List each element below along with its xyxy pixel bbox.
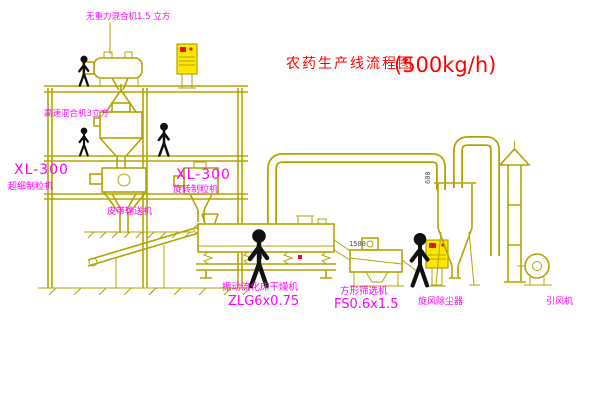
granulator-left-cones xyxy=(103,191,147,233)
hs-mixer-cone xyxy=(93,117,143,168)
title-capacity: (500kg/h) xyxy=(394,53,496,77)
indicator-dot xyxy=(189,47,193,51)
label-dryer-name: 振动流化床干燥机 xyxy=(222,281,299,293)
frame-beams xyxy=(44,85,248,200)
worker-figure xyxy=(250,229,267,286)
conveyor-legs xyxy=(110,245,172,289)
label-xl300-mid: XL-300 xyxy=(176,167,231,183)
cyclone-legs xyxy=(431,231,480,286)
label-sieve-model: FS0.6x1.5 xyxy=(334,297,399,312)
exhaust-duct xyxy=(267,136,500,256)
fluid-bed-dryer xyxy=(196,213,353,279)
granulator-left-motor xyxy=(89,173,103,185)
label-fan: 引风机 xyxy=(546,295,573,307)
dryer-discharge-chute xyxy=(333,239,353,261)
granulator-mid xyxy=(173,161,219,222)
induced-draft-fan xyxy=(517,253,552,286)
worker-figure xyxy=(157,121,170,157)
granulator-left-body xyxy=(101,167,147,193)
fan-scroll xyxy=(524,253,550,279)
label-granulator-mid: 旋转制粒机 xyxy=(173,183,218,195)
dryer-top-stubs xyxy=(296,215,327,224)
control-cabinet-top xyxy=(176,43,198,89)
stack-pipe xyxy=(504,165,526,283)
control-cabinet-right xyxy=(425,239,449,287)
granulator-mid-stub xyxy=(193,161,207,168)
label-xl300-left: XL-300 xyxy=(14,162,69,178)
ground-line xyxy=(38,287,254,296)
label-dryer-model: ZLG6x0.75 xyxy=(228,294,299,309)
sieve-motor-shaft xyxy=(366,240,374,248)
cyclone-dust-collector xyxy=(431,182,480,286)
dryer-base xyxy=(196,263,336,279)
diagram-title: 农药生产线流程图 (500kg/h) xyxy=(286,53,496,77)
exhaust-stack xyxy=(498,141,531,283)
hs-mixer-body xyxy=(99,111,143,139)
cyclone-body xyxy=(434,182,476,279)
label-granulator-left: 超细制粒机 xyxy=(8,180,53,192)
cabinet-stand xyxy=(178,74,196,89)
outlet-duct-inner xyxy=(454,137,499,256)
cabinet-stand xyxy=(428,268,446,287)
main-duct-inner xyxy=(268,154,445,226)
label-high-speed-mixer: 高速混合机3立方 xyxy=(44,108,109,119)
label-dust-collector: 旋风除尘器 xyxy=(418,295,463,307)
granulator-left-rotor xyxy=(117,173,131,187)
indicator-dot xyxy=(298,255,302,259)
fan-hub xyxy=(532,261,542,271)
label-sieve-name: 方形筛选机 xyxy=(340,285,388,297)
belt-conveyor xyxy=(87,224,203,289)
cabinet-lines xyxy=(428,254,446,260)
worker-figure xyxy=(78,54,90,87)
sieve-screen-line xyxy=(349,257,403,265)
fan-base xyxy=(517,265,552,286)
dim-duct-600: 600 xyxy=(424,171,432,184)
mixer-body xyxy=(93,57,143,79)
sieve-machine xyxy=(349,237,419,287)
title-main: 农药生产线流程图 xyxy=(286,56,414,72)
indicator-red xyxy=(429,243,436,248)
stack-rain-cap xyxy=(498,147,531,166)
gravity-mixer xyxy=(82,22,143,113)
tail-pulley xyxy=(88,257,98,267)
label-belt-conveyor: 皮带输送机 xyxy=(107,205,152,217)
granulator-left xyxy=(89,167,147,233)
indicator-red xyxy=(180,47,186,52)
granulator-mid-discharge xyxy=(189,193,213,222)
worker-figure xyxy=(412,233,428,286)
worker-figure xyxy=(78,126,89,157)
belt-lines xyxy=(87,225,203,267)
mixer-nozzles xyxy=(99,51,139,86)
equipment-labels: 无重力混合机1.5 立方 高速混合机3立方 XL-300 超细制粒机 XL-30… xyxy=(8,11,573,312)
high-speed-mixer xyxy=(93,102,143,168)
hatch-line xyxy=(84,231,194,239)
outlet-duct-outer xyxy=(453,136,500,256)
floor-hatch xyxy=(84,231,194,239)
sieve-legs xyxy=(350,259,419,287)
label-gravity-mixer: 无重力混合机1.5 立方 xyxy=(86,11,170,22)
mixer-discharge-y xyxy=(105,77,137,113)
cabinet-lines xyxy=(179,56,195,66)
dryer-body xyxy=(197,223,335,253)
hs-mixer-motor xyxy=(111,102,131,113)
granulator-mid-motor xyxy=(173,175,185,187)
dim-sieve-1500: 1500 xyxy=(349,240,366,248)
